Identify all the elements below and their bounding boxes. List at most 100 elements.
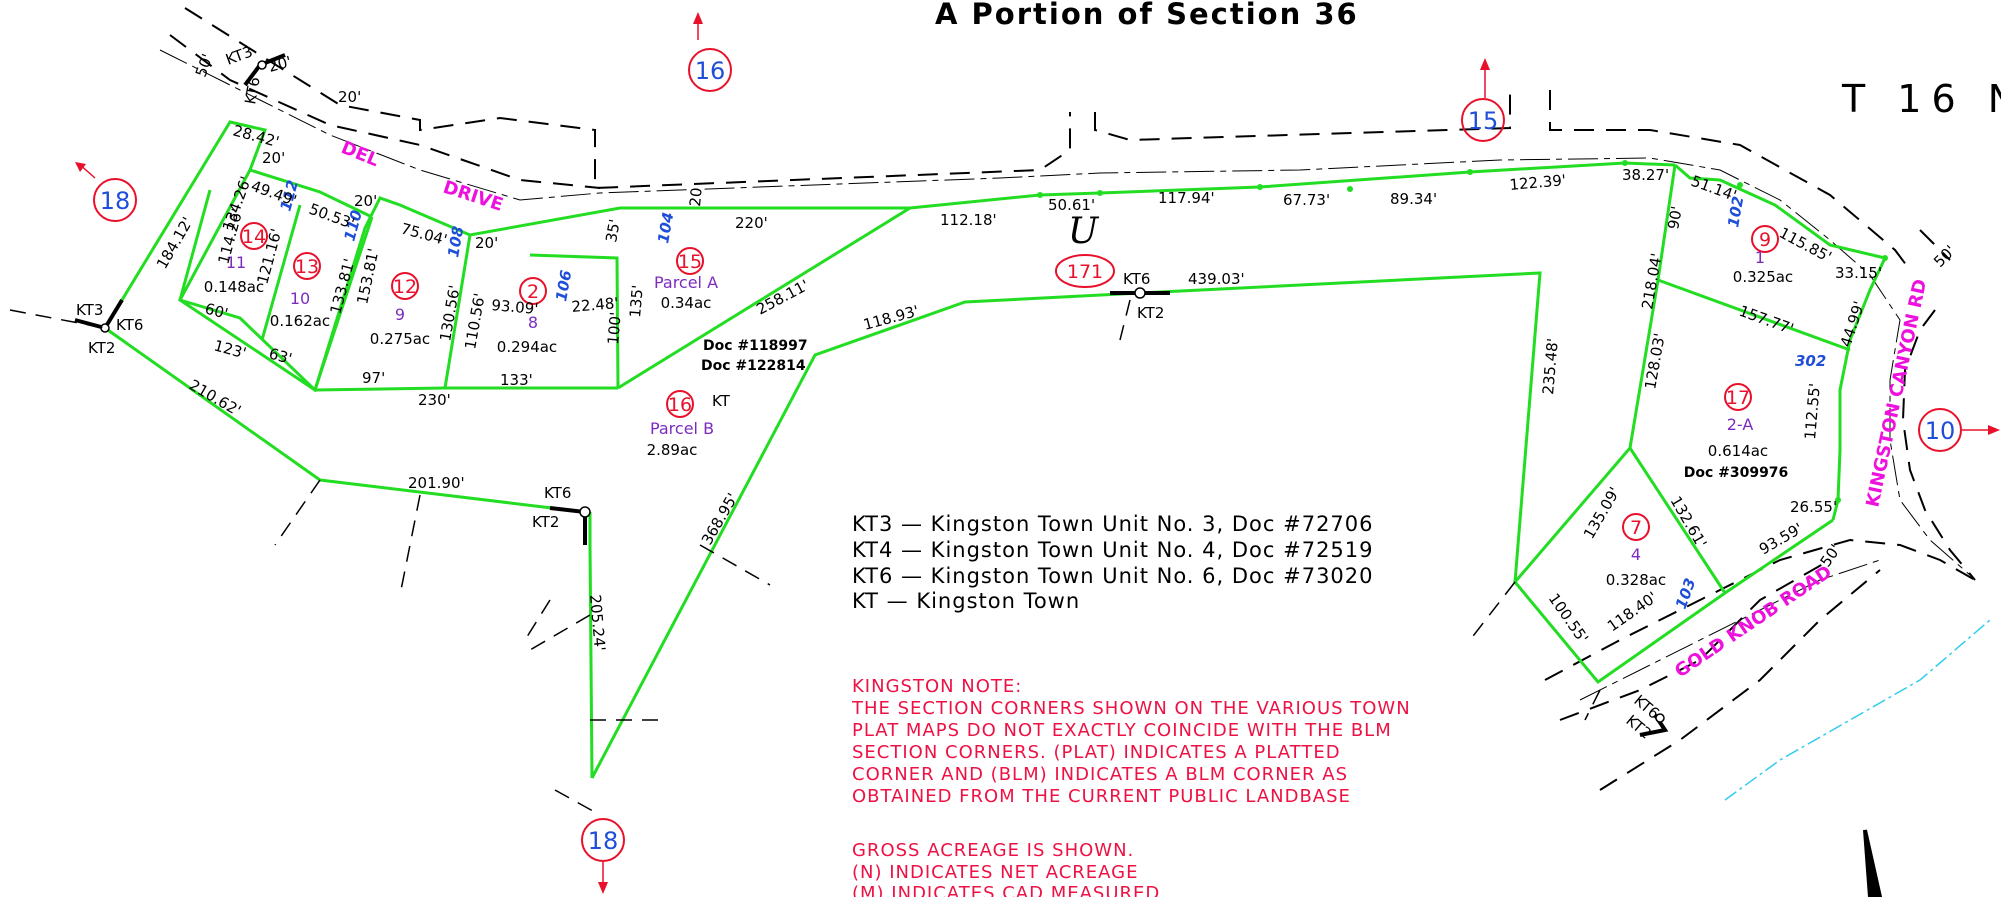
- svg-text:122.39': 122.39': [1509, 171, 1567, 194]
- svg-text:220': 220': [735, 214, 768, 232]
- svg-text:KT3: KT3: [76, 301, 103, 319]
- svg-text:28.42': 28.42': [231, 121, 281, 151]
- svg-text:103: 103: [1672, 576, 1700, 612]
- parcel-13: 13 10 0.162ac 110: [270, 208, 366, 330]
- svg-text:2-A: 2-A: [1727, 415, 1754, 434]
- svg-text:130.56': 130.56': [436, 284, 464, 343]
- svg-text:0.614ac: 0.614ac: [1708, 442, 1768, 460]
- svg-text:90': 90': [1664, 205, 1686, 231]
- svg-text:20': 20': [262, 149, 285, 167]
- svg-text:KT6: KT6: [544, 484, 571, 502]
- svg-text:157.77': 157.77': [1737, 302, 1796, 338]
- svg-text:132.61': 132.61': [1667, 493, 1711, 551]
- svg-text:15: 15: [678, 251, 702, 273]
- svg-text:50.61': 50.61': [1048, 196, 1095, 214]
- svg-text:60': 60': [203, 299, 230, 322]
- parcel-14: 14 11 0.148ac 112: [204, 178, 302, 296]
- road-label-drive: DRIVE: [440, 177, 505, 216]
- svg-text:13: 13: [295, 256, 319, 278]
- svg-text:THE SECTION CORNERS SHOWN ON T: THE SECTION CORNERS SHOWN ON THE VARIOUS…: [851, 698, 1411, 719]
- svg-text:93.59': 93.59': [1756, 519, 1806, 558]
- svg-text:20: 20: [686, 187, 706, 208]
- parcel-7: 7 4 0.328ac 103: [1606, 513, 1700, 612]
- svg-text:50': 50': [1930, 242, 1959, 271]
- svg-text:133.81': 133.81': [326, 257, 358, 316]
- survey-nodes: [1037, 160, 1888, 503]
- svg-text:102: 102: [1724, 195, 1747, 229]
- svg-text:12: 12: [393, 276, 417, 298]
- svg-text:135': 135': [626, 284, 647, 318]
- svg-text:2: 2: [527, 281, 539, 303]
- road-label-kingston-canyon: KINGSTON CANYON RD: [1862, 277, 1931, 509]
- corner-circles: [100, 60, 1665, 723]
- road-edges: [169, 7, 1976, 791]
- svg-text:100.55': 100.55': [1545, 590, 1592, 647]
- svg-text:CORNER AND (BLM) INDICATES A B: CORNER AND (BLM) INDICATES A BLM CORNER …: [852, 764, 1348, 785]
- parcel-2: 2 8 0.294ac 106: [497, 269, 576, 356]
- parcel-16: 16 KT Parcel B 2.89ac: [647, 390, 731, 459]
- svg-text:201.90': 201.90': [408, 474, 465, 492]
- svg-text:16: 16: [695, 57, 726, 85]
- svg-text:11: 11: [226, 253, 246, 272]
- creek-line: [1724, 619, 1991, 801]
- svg-text:93.09': 93.09': [491, 296, 539, 318]
- svg-text:20': 20': [475, 234, 498, 252]
- svg-text:0.325ac: 0.325ac: [1733, 268, 1793, 286]
- svg-text:235.48': 235.48': [1539, 337, 1562, 395]
- svg-text:KT6: KT6: [1123, 270, 1150, 288]
- svg-text:1: 1: [1755, 248, 1765, 267]
- svg-text:OBTAINED FROM THE CURRENT PUBL: OBTAINED FROM THE CURRENT PUBLIC LANDBAS…: [852, 786, 1351, 807]
- section-marker-18-bottom: 18: [581, 818, 625, 894]
- svg-text:4: 4: [1631, 545, 1641, 564]
- section-marker-15: 15: [1461, 58, 1505, 142]
- svg-text:112.55': 112.55': [1801, 382, 1824, 440]
- svg-text:0.275ac: 0.275ac: [370, 330, 430, 348]
- svg-text:Doc #309976: Doc #309976: [1684, 465, 1789, 481]
- svg-text:112.18': 112.18': [940, 211, 997, 229]
- svg-text:KT6: KT6: [116, 316, 143, 334]
- svg-text:KINGSTON NOTE:: KINGSTON NOTE:: [852, 676, 1022, 697]
- svg-text:106: 106: [552, 269, 575, 303]
- svg-text:(M) INDICATES CAD MEASURED: (M) INDICATES CAD MEASURED: [852, 883, 1160, 897]
- svg-text:18: 18: [100, 187, 131, 215]
- map-block-number: 171: [1067, 261, 1103, 283]
- svg-text:18: 18: [588, 827, 619, 855]
- svg-text:(N) INDICATES NET ACREAGE: (N) INDICATES NET ACREAGE: [852, 862, 1139, 883]
- svg-text:PLAT MAPS DO NOT EXACTLY COINC: PLAT MAPS DO NOT EXACTLY COINCIDE WITH T…: [852, 720, 1392, 741]
- svg-text:128.03': 128.03': [1641, 332, 1669, 391]
- svg-text:115.85': 115.85': [1776, 224, 1834, 266]
- svg-text:16: 16: [668, 394, 692, 416]
- corner-tags: KT3 KT6 KT2 KT3 KT6 KT6 KT2 KT6 KT2 KT6 …: [76, 42, 1663, 742]
- svg-text:14: 14: [242, 226, 266, 248]
- legend-kt: KT — Kingston Town: [852, 589, 1080, 613]
- svg-text:51.14': 51.14': [1689, 172, 1739, 205]
- svg-text:10: 10: [1925, 417, 1956, 445]
- section-marker-16: 16: [688, 12, 732, 92]
- svg-text:KT2: KT2: [88, 339, 115, 357]
- svg-text:117.94': 117.94': [1158, 189, 1215, 207]
- svg-text:439.03': 439.03': [1188, 270, 1245, 288]
- legend-kt3: KT3 — Kingston Town Unit No. 3, Doc #727…: [852, 512, 1374, 536]
- township-label: T 16 N: [1841, 77, 2001, 121]
- doc-118997: Doc #118997: [703, 338, 808, 354]
- svg-text:302: 302: [1795, 352, 1826, 370]
- svg-text:20': 20': [338, 88, 361, 106]
- svg-text:35': 35': [602, 218, 624, 244]
- svg-text:50': 50': [192, 51, 217, 79]
- svg-text:15: 15: [1468, 107, 1499, 135]
- svg-text:8: 8: [528, 313, 538, 332]
- svg-text:0.162ac: 0.162ac: [270, 312, 330, 330]
- svg-text:97': 97': [362, 369, 385, 387]
- svg-text:2.89ac: 2.89ac: [647, 441, 698, 459]
- legend-block: KT3 — Kingston Town Unit No. 3, Doc #727…: [852, 512, 1374, 613]
- doc-122814: Doc #122814: [701, 358, 806, 374]
- svg-text:63': 63': [267, 344, 294, 367]
- parcel-12: 12 9 0.275ac 108: [370, 225, 468, 348]
- svg-text:108: 108: [444, 225, 467, 259]
- section-marker-18-top: 18: [75, 162, 137, 222]
- svg-text:GROSS ACREAGE IS SHOWN.: GROSS ACREAGE IS SHOWN.: [852, 840, 1134, 861]
- map-block-letter: U: [1068, 211, 1100, 252]
- svg-text:22.48': 22.48': [571, 294, 619, 316]
- svg-text:Parcel A: Parcel A: [654, 273, 718, 292]
- svg-text:20': 20': [266, 52, 293, 75]
